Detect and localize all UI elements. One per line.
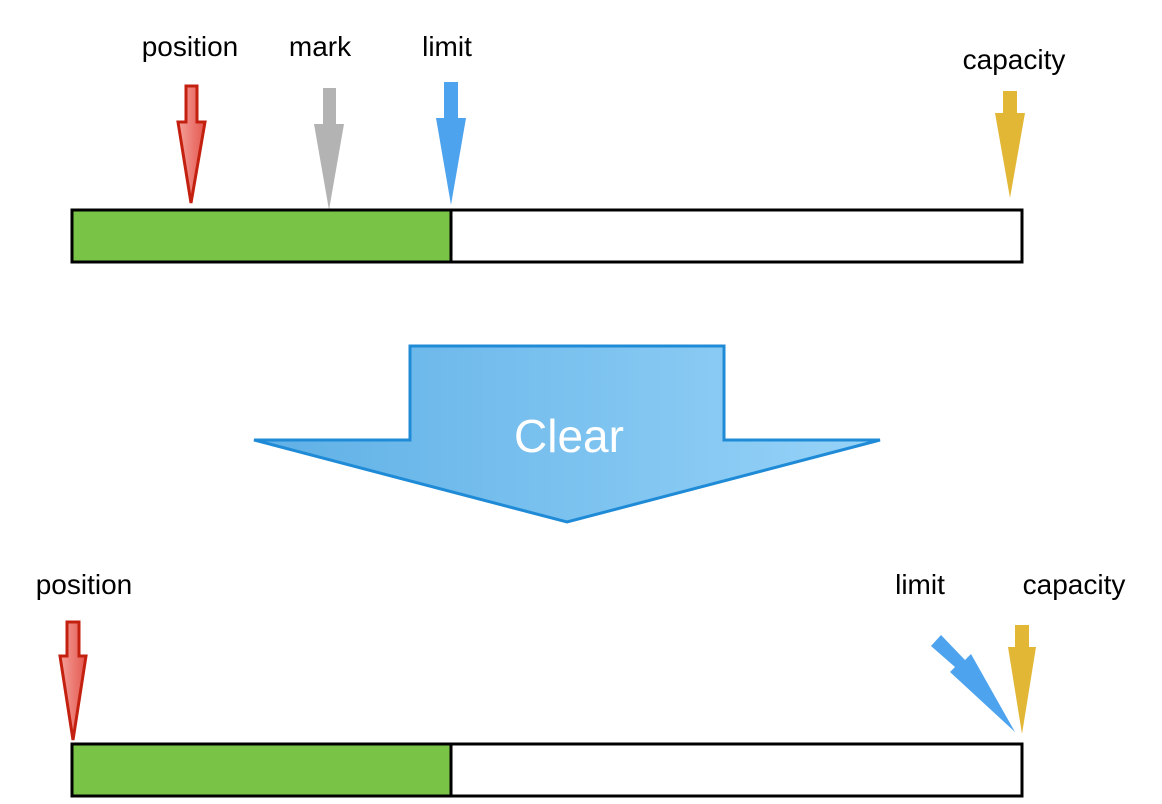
before-capacity-label: capacity [963,44,1066,75]
after-buffer-data-fill [72,744,451,796]
clear-label: Clear [514,410,624,462]
before-buffer-data-fill [72,210,451,262]
after-buffer-bar [70,742,1024,798]
after-position-label: position [36,569,133,600]
clear-operation: Clear [253,344,881,524]
before-position-arrow-icon [176,84,207,204]
after-limit-arrow-icon [931,635,1015,732]
before-position-label: position [142,31,239,62]
after-position-arrow-icon [58,620,88,741]
before-mark-arrow-icon [314,88,344,210]
before-limit-label: limit [422,31,472,62]
before-mark-label: mark [289,31,352,62]
clear-arrow-icon [253,344,881,524]
before-limit-arrow-icon [436,82,466,205]
before-capacity-arrow-icon [995,91,1025,198]
after-capacity-arrow-icon [1008,625,1036,734]
before-state: position mark limit capacity [70,31,1066,264]
after-state: position limit capacity [36,569,1126,798]
after-capacity-label: capacity [1023,569,1126,600]
after-limit-label: limit [895,569,945,600]
before-buffer-bar [70,208,1024,264]
